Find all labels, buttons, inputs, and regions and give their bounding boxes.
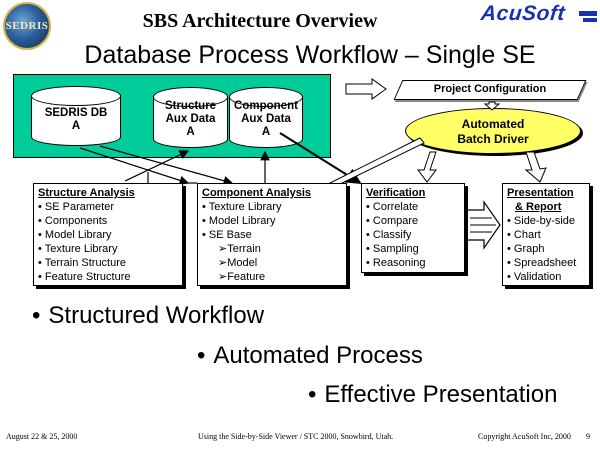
driver-to-component-arrow	[328, 137, 425, 187]
acusoft-logo: AcuSoft	[480, 2, 597, 26]
list-item: • Validation	[507, 271, 562, 283]
list-item: • Classify	[366, 229, 412, 241]
verification-heading: Verification	[366, 187, 426, 199]
page-title: Database Process Workflow – Single SE	[84, 41, 536, 69]
batch-driver: Automated Batch Driver	[405, 108, 581, 154]
structure-aux-label-1: Structure	[164, 100, 217, 112]
db-to-component-arrow-2	[99, 145, 234, 186]
footer-center: Using the Side-by-Side Viewer / STC 2000…	[198, 432, 394, 441]
bullet-automated-process: • Automated Process	[197, 342, 423, 370]
verification-box: Verification • Correlate • Compare • Cla…	[361, 183, 465, 273]
sedris-db-label: SEDRIS DB	[44, 107, 108, 119]
list-item: • Texture Library	[202, 201, 282, 213]
list-item: • Model Library	[38, 229, 112, 241]
bullet-text: Structured Workflow	[48, 302, 265, 329]
driver-to-presentation-arrow	[524, 151, 547, 183]
bullet-text: Effective Presentation	[324, 381, 558, 408]
bullet-structured-workflow: • Structured Workflow	[32, 302, 264, 330]
acusoft-logo-bar-lower	[583, 18, 597, 22]
list-item: • Reasoning	[366, 257, 426, 269]
structure-analysis-box: Structure Analysis • SE Parameter • Comp…	[33, 183, 183, 286]
component-analysis-box: Component Analysis • Texture Library • M…	[197, 183, 347, 286]
batch-driver-label-2: Batch Driver	[457, 132, 529, 146]
presentation-heading: Presentation	[507, 187, 574, 199]
list-item: • Correlate	[366, 201, 419, 213]
batch-driver-label-1: Automated	[461, 117, 525, 131]
list-item: • Sampling	[366, 243, 419, 255]
list-item: • Spreadsheet	[507, 257, 577, 269]
acusoft-logo-bar	[579, 11, 597, 16]
component-aux-label-2: Aux Data	[241, 113, 291, 125]
presentation-box: Presentation & Report • Side-by-side • C…	[502, 183, 590, 286]
list-item: • Side-by-side	[507, 215, 576, 227]
list-item: • Texture Library	[38, 243, 118, 255]
sedris-logo-text: SEDRIS	[5, 20, 49, 32]
presentation-heading-2: & Report	[515, 201, 562, 213]
structure-aux-cylinder: Structure Aux Data A	[153, 87, 228, 148]
list-item: • Terrain Structure	[38, 257, 127, 269]
component-aux-label-1: Component	[234, 100, 298, 112]
super-title: SBS Architecture Overview	[142, 10, 378, 32]
structure-analysis-heading: Structure Analysis	[38, 187, 135, 199]
component-aux-label-3: A	[261, 126, 271, 138]
list-item: • Components	[38, 215, 108, 227]
list-subitem: ➢Feature	[218, 271, 266, 283]
list-item: • Chart	[507, 229, 541, 241]
footer-copyright: Copyright AcuSoft Inc, 2000	[478, 432, 571, 441]
sedris-logo: SEDRIS	[3, 2, 51, 50]
footer-date: August 22 & 25, 2000	[6, 432, 78, 441]
list-item: • Model Library	[202, 215, 276, 227]
page-number: 9	[586, 432, 590, 441]
config-arrow	[345, 78, 387, 100]
structure-aux-label-2: Aux Data	[165, 113, 216, 125]
bullet-text: Automated Process	[213, 342, 423, 369]
list-subitem: ➢Terrain	[218, 243, 261, 255]
structure-to-aux-arrow	[124, 150, 190, 182]
component-analysis-heading: Component Analysis	[202, 187, 311, 199]
sedris-db-sub: A	[71, 120, 81, 132]
list-item: • Compare	[366, 215, 419, 227]
list-item: • SE Parameter	[38, 201, 114, 213]
driver-to-verification-arrow	[417, 151, 437, 183]
component-aux-cylinder: Component Aux Data A	[229, 87, 303, 148]
config-to-driver-arrow	[483, 101, 501, 111]
list-item: • Graph	[507, 243, 545, 255]
bullet-dot: •	[32, 302, 41, 329]
list-item: • SE Base	[202, 229, 252, 241]
bullet-effective-presentation: • Effective Presentation	[308, 381, 557, 409]
db-to-component-arrow	[79, 147, 190, 185]
project-configuration-label: Project Configuration	[433, 83, 547, 95]
bullet-dot: •	[308, 381, 317, 408]
list-subitem: ➢Model	[218, 257, 258, 269]
sedris-db-cylinder: SEDRIS DB A	[31, 86, 121, 146]
list-item: • Feature Structure	[38, 271, 131, 283]
structure-aux-label-3: A	[186, 126, 195, 138]
project-configuration: Project Configuration	[393, 80, 587, 100]
bullet-dot: •	[197, 342, 206, 369]
